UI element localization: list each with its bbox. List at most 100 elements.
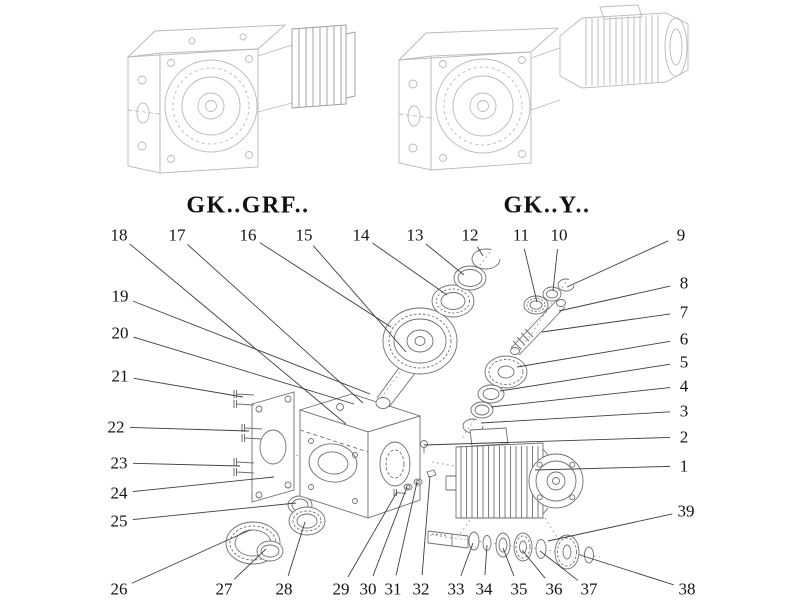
leader-line-5 [499,363,671,392]
leader-line-31 [395,481,418,576]
callout-22: 22 [107,417,125,437]
leader-line-18 [129,243,347,425]
leader-lines-layer [129,240,674,586]
leader-line-8 [558,285,671,312]
callout-4: 4 [679,376,689,396]
callout-10: 10 [550,225,568,245]
part-washer-5 [477,384,505,404]
leader-line-17 [187,244,364,404]
callout-15: 15 [295,225,313,245]
callout-12: 12 [461,225,479,245]
leader-line-13 [425,243,465,276]
leader-line-28 [287,521,306,576]
callout-26: 26 [110,579,128,599]
servo-flange-fins [291,24,356,109]
callout-17: 17 [168,225,186,245]
part-motor [445,427,584,519]
callout-1: 1 [679,456,689,476]
callout-36: 36 [545,579,563,599]
callout-13: 13 [406,225,424,245]
callout-28: 28 [275,579,293,599]
part-output-gear-shaft [375,307,458,409]
callout-38: 38 [678,579,696,599]
part-snap-ring-12 [471,248,501,270]
leader-line-33 [460,542,474,577]
leader-line-15 [312,245,407,353]
leader-line-6 [516,340,671,368]
exploded-view-drawing [225,248,601,570]
callout-18: 18 [110,225,128,245]
part-bearing-11 [523,295,549,315]
callout-23: 23 [110,453,128,473]
callout-2: 2 [679,427,689,447]
callout-16: 16 [239,225,257,245]
variant-label-gk-grf: GK..GRF.. [186,192,310,219]
leader-line-7 [541,313,671,333]
callout-8: 8 [679,273,689,293]
part-output-shaft-assembly [427,530,594,570]
leader-line-12 [476,246,484,257]
callout-9: 9 [676,225,686,245]
callout-11: 11 [512,225,530,245]
leader-line-21 [133,377,244,398]
assembled-gearbox-y-drawing [397,4,689,171]
part-output-bearing [225,521,284,565]
leader-line-38 [579,554,674,586]
callout-30: 30 [359,579,377,599]
callout-37: 37 [580,579,598,599]
callout-29: 29 [332,579,350,599]
leader-line-11 [523,248,538,303]
part-bearing-28 [288,506,326,536]
leader-line-4 [490,387,671,408]
callout-25: 25 [110,511,128,531]
callout-27: 27 [215,579,233,599]
leader-line-10 [552,248,558,292]
leader-line-14 [372,242,448,296]
assembled-gearbox-grf-drawing [126,24,356,174]
part-flange-plate [251,391,295,503]
leader-line-37 [539,550,579,581]
leader-line-26 [131,529,251,584]
leader-line-24 [132,476,275,493]
callout-33: 33 [447,579,465,599]
part-gear-6 [484,355,528,389]
callout-5: 5 [679,352,689,372]
callout-32: 32 [412,579,430,599]
part-breather-plug [420,440,428,453]
callout-21: 21 [111,366,129,386]
leader-line-27 [233,548,267,580]
leader-line-25 [132,502,297,521]
leader-line-22 [129,426,250,432]
leader-line-9 [566,240,669,288]
callout-3: 3 [679,401,689,421]
leader-line-20 [133,336,355,405]
callout-19: 19 [111,286,129,306]
callout-35: 35 [510,579,528,599]
part-input-pinion-shaft [510,299,566,356]
callout-14: 14 [352,225,370,245]
leader-line-39 [547,513,673,542]
part-ring-4 [470,401,494,419]
part-snap-ring-9 [557,278,575,292]
callout-20: 20 [111,323,129,343]
leader-line-1 [534,465,671,471]
variant-label-gk-y: GK..Y.. [503,192,591,219]
motor-assembled-drawing [559,4,689,89]
callout-34: 34 [475,579,493,599]
leader-line-2 [423,436,671,446]
callout-7: 7 [679,302,689,322]
leader-line-35 [502,547,515,577]
callout-39: 39 [677,501,695,521]
leader-line-30 [372,486,408,577]
leader-line-19 [132,300,371,395]
leader-line-29 [347,491,398,578]
callout-24: 24 [110,483,128,503]
callout-31: 31 [384,579,402,599]
part-bearing-14 [431,284,475,318]
leader-line-16 [259,242,392,328]
part-housing [298,393,422,519]
leader-line-34 [484,544,488,576]
leader-line-32 [421,475,431,576]
